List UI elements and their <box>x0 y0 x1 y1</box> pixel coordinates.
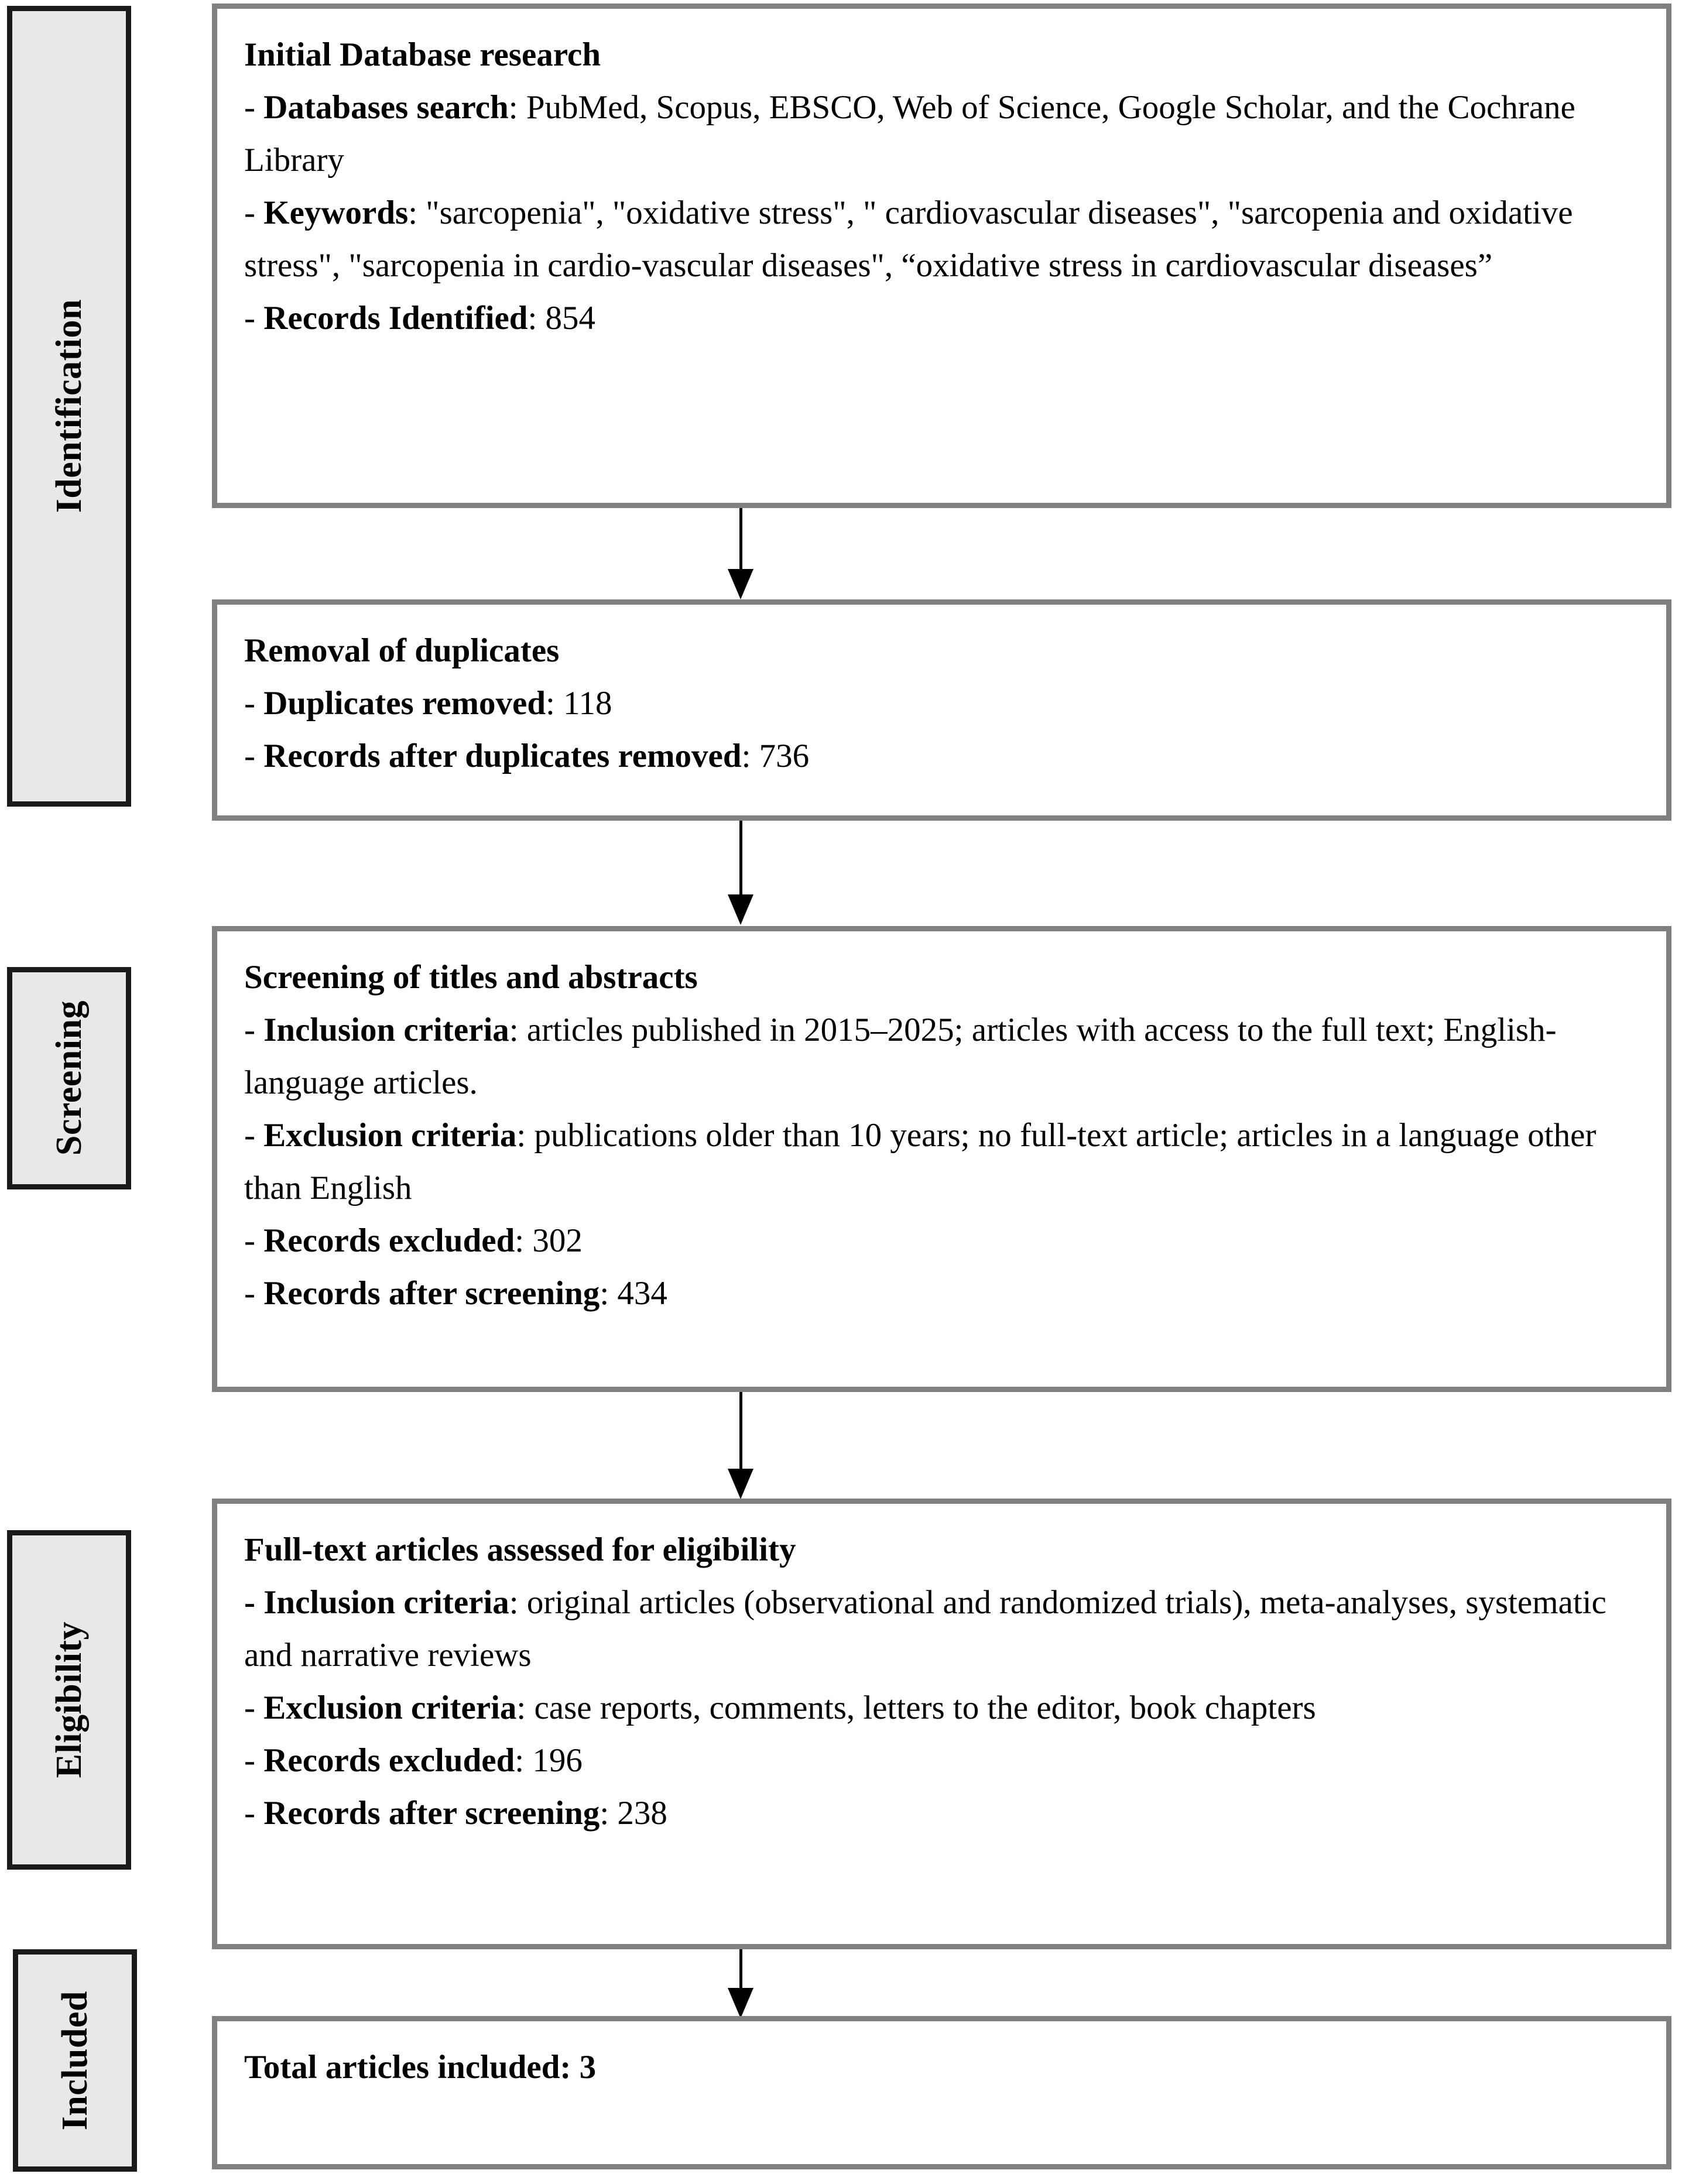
arrow-duplicates-to-screening <box>723 821 758 926</box>
box-identification-line-1: - Databases search: PubMed, Scopus, EBSC… <box>244 81 1643 187</box>
box-total-included: Total articles included: 3 <box>212 2016 1671 2169</box>
box-eligibility-heading: Full-text articles assessed for eligibil… <box>244 1531 796 1568</box>
line-label: - Inclusion criteria <box>244 1584 509 1621</box>
line-value: : 736 <box>741 738 810 775</box>
line-label: Exclusion criteria <box>263 1117 517 1154</box>
line-value: : case reports, comments, letters to the… <box>516 1689 1316 1727</box>
arrow-head-icon <box>728 1988 753 2018</box>
box-identification-heading: Initial Database research <box>244 36 601 73</box>
arrow-head-icon <box>728 1469 753 1499</box>
box-identification-line-3: - Records Identified: 854 <box>244 292 1643 345</box>
stage-screening: Screening <box>7 967 131 1189</box>
line-value: : PubMed, Scopus, EBSCO, Web of Science,… <box>244 89 1575 179</box>
arrow-head-icon <box>728 569 753 599</box>
line-value: : 118 <box>546 685 612 722</box>
line-label: Records excluded <box>263 1222 515 1260</box>
box-identification-text: Initial Database research - Databases se… <box>244 29 1643 345</box>
arrow-head-icon <box>728 894 753 925</box>
box-duplicates-text: Removal of duplicates - Duplicates remov… <box>244 625 1643 783</box>
arrow-shaft <box>739 508 742 571</box>
line-label: Records after duplicates removed <box>263 738 742 775</box>
line-label: Records Identified <box>263 300 528 337</box>
box-included-text: Total articles included: 3 <box>244 2041 1643 2094</box>
line-label: Exclusion criteria <box>263 1689 517 1727</box>
stage-identification: Identification <box>7 6 131 807</box>
box-duplicates-line-2: - Records after duplicates removed: 736 <box>244 730 1643 783</box>
line-label: Records excluded <box>263 1742 515 1780</box>
bullet-dash: - <box>244 194 264 232</box>
line-value: : original articles (observational and r… <box>244 1584 1606 1674</box>
stage-screening-label: Screening <box>49 1000 89 1156</box>
box-duplicates-heading: Removal of duplicates <box>244 632 560 669</box>
line-label: Keywords <box>263 194 409 232</box>
arrow-shaft <box>739 1392 742 1471</box>
box-identification-line-2: - Keywords: "sarcopenia", "oxidative str… <box>244 187 1643 292</box>
box-eligibility-line-2: - Exclusion criteria: case reports, comm… <box>244 1682 1643 1734</box>
arrow-shaft <box>739 821 742 897</box>
box-duplicates-line-1: - Duplicates removed: 118 <box>244 677 1643 730</box>
line-value: : 854 <box>527 300 596 337</box>
box-eligibility-line-4: - Records after screening: 238 <box>244 1787 1643 1840</box>
line-value: : "sarcopenia", "oxidative stress", " ca… <box>244 194 1573 284</box>
bullet-dash: - <box>244 685 264 722</box>
stage-eligibility: Eligibility <box>7 1530 131 1870</box>
line-value: : publications older than 10 years; no f… <box>244 1117 1597 1207</box>
bullet-dash: - <box>244 1117 264 1154</box>
bullet-dash: - <box>244 1222 264 1260</box>
box-identification: Initial Database research - Databases se… <box>212 4 1671 508</box>
line-value: : 196 <box>515 1742 583 1780</box>
arrow-eligibility-to-included <box>723 1949 758 2018</box>
bullet-dash: - <box>244 1689 264 1727</box>
box-eligibility-text: Full-text articles assessed for eligibil… <box>244 1524 1643 1840</box>
stage-identification-label: Identification <box>49 299 89 513</box>
box-eligibility-line-3: - Records excluded: 196 <box>244 1734 1643 1787</box>
box-screening-line-3: - Records excluded: 302 <box>244 1215 1643 1267</box>
box-included-heading: Total articles included: 3 <box>244 2049 597 2086</box>
bullet-dash: - <box>244 738 264 775</box>
box-removal-of-duplicates: Removal of duplicates - Duplicates remov… <box>212 599 1671 821</box>
box-eligibility-line-1: - Inclusion criteria: original articles … <box>244 1576 1643 1682</box>
box-screening-line-4: - Records after screening: 434 <box>244 1267 1643 1320</box>
line-value: : articles published in 2015–2025; artic… <box>244 1012 1557 1102</box>
box-screening-line-1: - Inclusion criteria: articles published… <box>244 1004 1643 1109</box>
bullet-dash: - <box>244 1795 264 1832</box>
box-screening-text: Screening of titles and abstracts - Incl… <box>244 951 1643 1320</box>
line-label: Records after screening <box>263 1795 600 1832</box>
bullet-dash: - <box>244 1012 264 1049</box>
line-label: Databases search <box>263 89 509 126</box>
line-label: Duplicates removed <box>263 685 546 722</box>
box-screening-line-2: - Exclusion criteria: publications older… <box>244 1109 1643 1215</box>
line-label: Records after screening <box>263 1275 600 1312</box>
bullet-dash: - <box>244 1275 264 1312</box>
arrow-shaft <box>739 1949 742 1990</box>
bullet-dash: - <box>244 300 264 337</box>
bullet-dash: - <box>244 1742 264 1780</box>
stage-included: Included <box>13 1949 137 2172</box>
line-label: Inclusion criteria <box>263 1012 509 1049</box>
line-value: : 238 <box>600 1795 667 1832</box>
bullet-dash: - <box>244 89 264 126</box>
stage-included-label: Included <box>54 1990 95 2131</box>
arrow-identification-to-duplicates <box>723 508 758 599</box>
stage-eligibility-label: Eligibility <box>49 1621 89 1778</box>
arrow-screening-to-eligibility <box>723 1392 758 1501</box>
box-eligibility: Full-text articles assessed for eligibil… <box>212 1499 1671 1949</box>
box-screening: Screening of titles and abstracts - Incl… <box>212 926 1671 1392</box>
line-value: : 434 <box>600 1275 667 1312</box>
line-value: : 302 <box>515 1222 583 1260</box>
box-screening-heading: Screening of titles and abstracts <box>244 959 698 996</box>
